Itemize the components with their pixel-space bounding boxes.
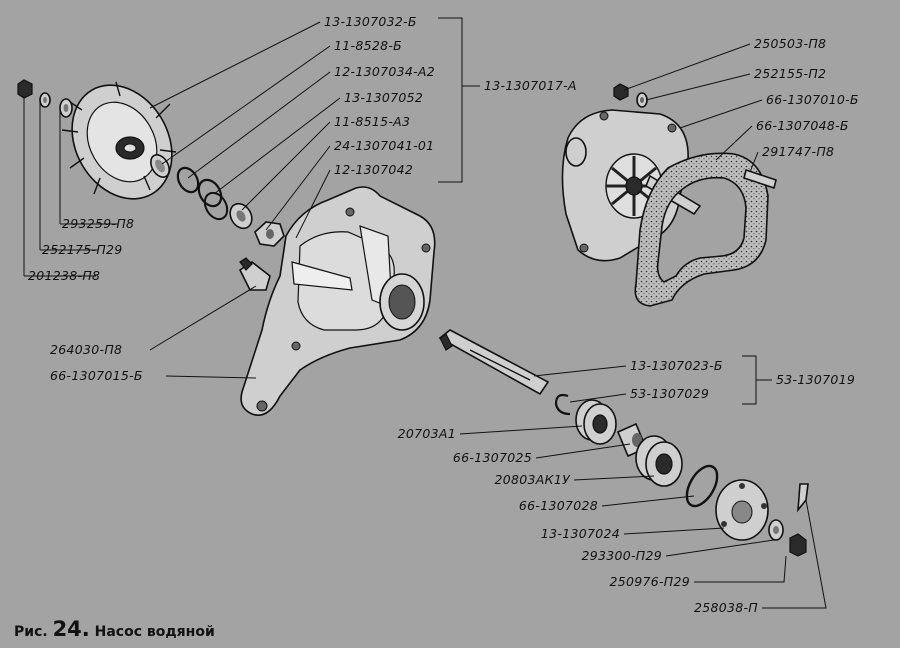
label-53-1307019: 53-1307019 [776, 372, 855, 387]
figure-caption: Рис. 24. Насос водяной [14, 617, 215, 641]
label-66-1307025: 66-1307025 [453, 450, 532, 465]
label-293259-P8: 293259-П8 [62, 216, 134, 231]
caption-prefix: Рис. [14, 624, 48, 640]
label-13-1307052: 13-1307052 [344, 90, 423, 105]
label-13-1307023-B: 13-1307023-Б [630, 358, 723, 373]
snap-ring [685, 464, 719, 508]
label-252155-P2: 252155-П2 [754, 66, 826, 81]
bearing-small [575, 399, 617, 445]
label-20803AK1U: 20803АК1У [495, 472, 572, 487]
label-66-1307048-B: 66-1307048-Б [756, 118, 849, 133]
part-labels: 13-1307032-Б 11-8528-Б 12-1307034-А2 13-… [28, 14, 859, 615]
stud-nut-washer [613, 83, 777, 190]
label-293300-P29: 293300-П29 [581, 548, 662, 563]
caption-number: 24. [52, 617, 90, 641]
leader-lines [23, 17, 827, 609]
label-11-8528-B: 11-8528-Б [334, 38, 402, 53]
circlip [554, 393, 571, 416]
label-258038-P: 258038-П [694, 600, 758, 615]
pulley-hub [715, 479, 769, 541]
label-252175-P29: 252175-П29 [42, 242, 123, 257]
pump-housing [240, 186, 436, 416]
seal-rings [150, 154, 302, 256]
impeller [61, 81, 177, 200]
label-24-1307041-01: 24-1307041-01 [334, 138, 434, 153]
label-20703A1: 20703А1 [398, 426, 456, 441]
label-12-1307042: 12-1307042 [334, 162, 413, 177]
label-66-1307015-B: 66-1307015-Б [50, 368, 143, 383]
label-12-1307034-A2: 12-1307034-А2 [334, 64, 435, 79]
label-11-8515-A3: 11-8515-А3 [334, 114, 410, 129]
bearing-large [635, 435, 683, 487]
shaft [438, 329, 550, 396]
label-264030-P8: 264030-П8 [50, 342, 122, 357]
label-291747-P8: 291747-П8 [762, 144, 834, 159]
label-250976-P29: 250976-П29 [609, 574, 690, 589]
label-250503-P8: 250503-П8 [754, 36, 826, 51]
label-13-1307024: 13-1307024 [541, 526, 620, 541]
label-66-1307010-B: 66-1307010-Б [766, 92, 859, 107]
label-66-1307028: 66-1307028 [519, 498, 598, 513]
grease-fitting [238, 257, 271, 291]
label-53-1307029: 53-1307029 [630, 386, 709, 401]
label-13-1307032-B: 13-1307032-Б [324, 14, 417, 29]
label-201238-P8: 201238-П8 [28, 268, 100, 283]
caption-title: Насос водяной [94, 624, 215, 640]
bolt-and-washers [17, 79, 73, 118]
washer-nut-pin [768, 483, 809, 557]
gasket [634, 152, 769, 307]
label-13-1307017-A: 13-1307017-А [484, 78, 577, 93]
